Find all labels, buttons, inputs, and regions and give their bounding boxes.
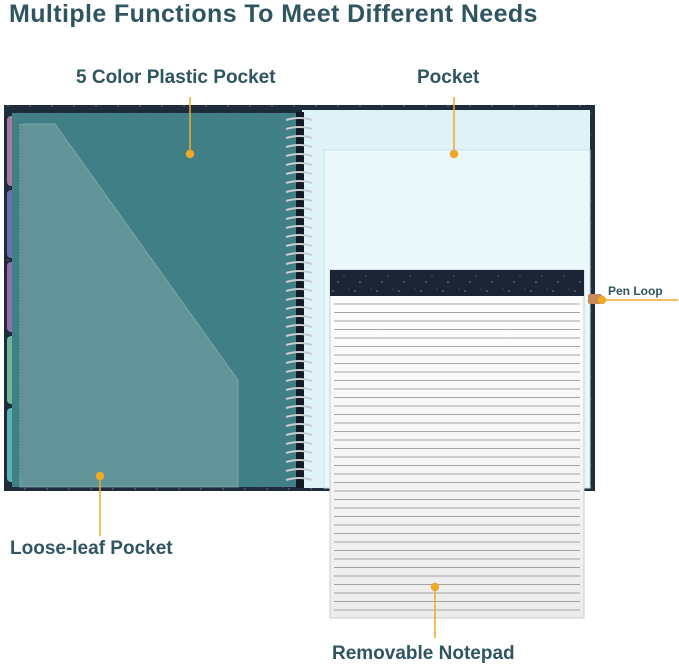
spiral-coil [285, 450, 313, 454]
spiral-coil [285, 288, 313, 292]
spiral-coil [285, 126, 313, 130]
spiral-coil [285, 306, 313, 310]
spiral-coil [285, 468, 313, 472]
spiral-coil [285, 333, 313, 337]
spiral-coil [285, 117, 313, 121]
callout-marker [95, 471, 105, 481]
spiral-coil [285, 207, 313, 211]
spiral-coil [285, 252, 313, 256]
spiral-coil [285, 360, 313, 364]
spiral-coil [285, 216, 313, 220]
removable-notepad [329, 269, 585, 619]
callout-marker [430, 582, 440, 592]
spiral-coil [285, 171, 313, 175]
spiral-coil [285, 162, 313, 166]
spiral-coil [285, 315, 313, 319]
callout-marker [597, 295, 607, 305]
spiral-coil [285, 432, 313, 436]
spiral-coil [285, 351, 313, 355]
spiral-coil [285, 243, 313, 247]
spiral-coil [285, 279, 313, 283]
spiral-coil [285, 423, 313, 427]
spiral-coil [285, 261, 313, 265]
callout-leaders [95, 97, 678, 638]
spiral-coil [285, 225, 313, 229]
loose-leaf-pocket [19, 123, 239, 488]
spiral-coil [285, 387, 313, 391]
spiral-coil [285, 477, 313, 481]
spiral-binding [285, 112, 313, 488]
plastic-pocket-label: 5 Color Plastic Pocket [76, 67, 276, 88]
pen-loop-label: Pen Loop [608, 284, 663, 298]
spiral-coil [285, 270, 313, 274]
spiral-coil [285, 198, 313, 202]
spiral-coil [285, 234, 313, 238]
spiral-coil [285, 189, 313, 193]
spiral-coil [285, 144, 313, 148]
pocket-label: Pocket [417, 67, 480, 88]
spiral-coil [285, 369, 313, 373]
spiral-coil [285, 153, 313, 157]
loose-leaf-pocket-label: Loose-leaf Pocket [10, 538, 173, 559]
callout-marker [185, 149, 195, 159]
spiral-coil [285, 135, 313, 139]
callout-marker [449, 149, 459, 159]
spiral-coil [285, 342, 313, 346]
spiral-coil [285, 414, 313, 418]
spiral-coil [285, 297, 313, 301]
spiral-coil [285, 378, 313, 382]
spiral-coil [285, 324, 313, 328]
page-title: Multiple Functions To Meet Different Nee… [9, 0, 538, 28]
spiral-coil [285, 459, 313, 463]
spiral-coil [285, 405, 313, 409]
removable-notepad-label: Removable Notepad [332, 643, 515, 664]
spiral-coil [285, 396, 313, 400]
spiral-coil [285, 441, 313, 445]
spiral-coil [285, 180, 313, 184]
